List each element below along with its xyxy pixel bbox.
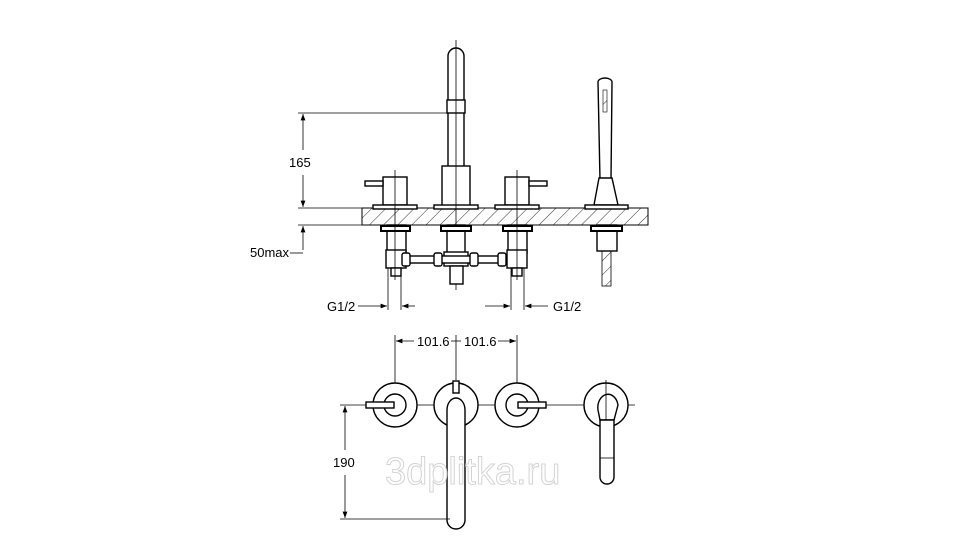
dimension-spout-reach: 190 [333,406,450,520]
dimension-spacing: 101.6 101.6 [394,334,518,385]
right-valve-elevation [494,170,548,280]
thread-right-label: G1/2 [553,299,581,314]
dimension-height: 165 [289,112,450,226]
thread-dimension-right: G1/2 [485,268,581,314]
thread-left-label: G1/2 [327,299,355,314]
dimension-deck-thickness: 50max [250,226,306,260]
elevation-view: 165 50max G1/2 G1/2 [250,40,649,314]
hand-shower-elevation [584,77,629,287]
deck-section [361,207,649,226]
dimension-50max-label: 50max [250,245,290,260]
watermark: 3dplitka.ru [385,451,560,493]
right-valve-plan [494,382,547,428]
spout-plan [433,380,479,530]
dimension-spacing-right-label: 101.6 [464,334,497,349]
left-valve-plan [365,382,418,428]
mixer-body [401,224,507,285]
dimension-165-label: 165 [289,155,311,170]
thread-dimension-left: G1/2 [327,268,415,314]
dimension-190-label: 190 [333,455,355,470]
hand-shower-plan [583,380,629,485]
plan-view: 101.6 101.6 [333,334,635,530]
left-valve-elevation [364,170,418,280]
dimension-spacing-left-label: 101.6 [417,334,450,349]
